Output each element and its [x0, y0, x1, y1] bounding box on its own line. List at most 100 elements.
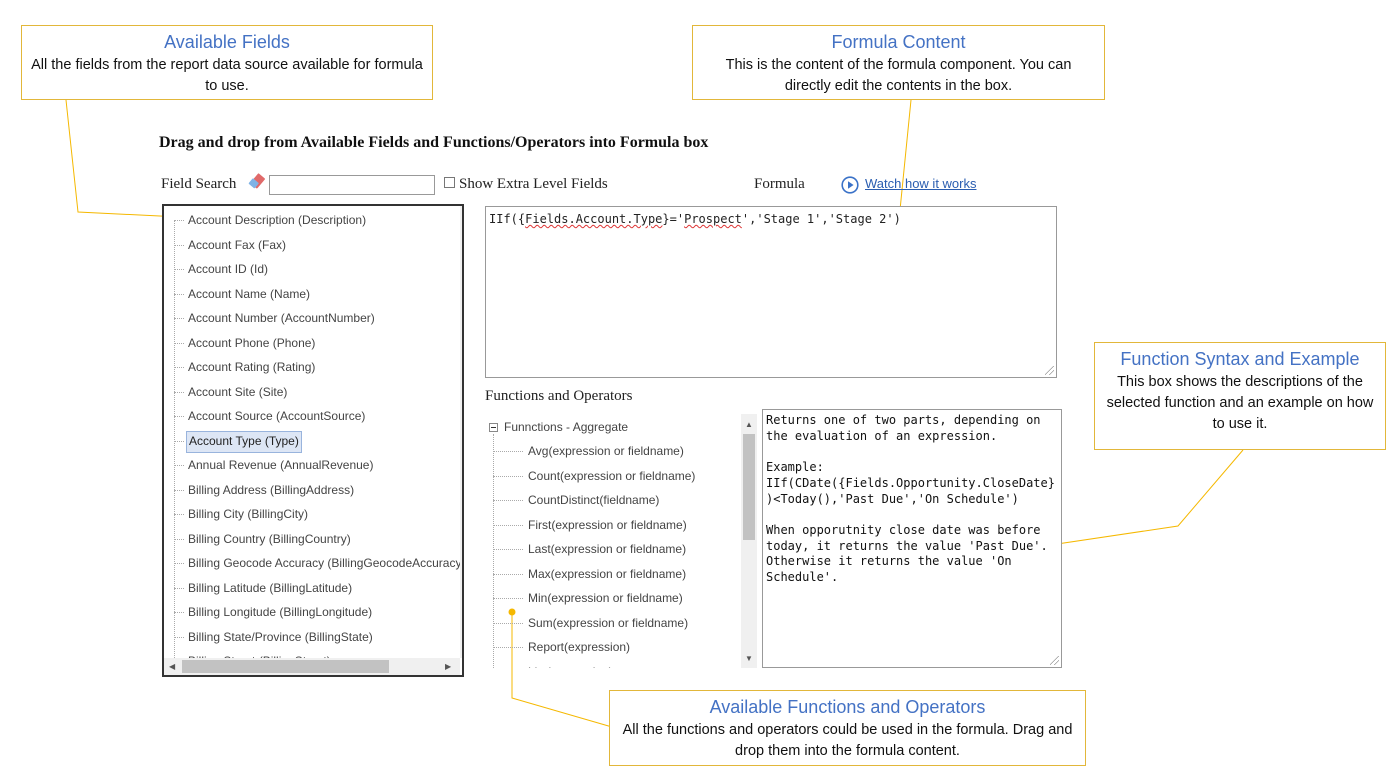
tree-guide — [493, 500, 523, 501]
field-item[interactable]: Billing State/Province (BillingState) — [188, 629, 373, 644]
tree-guide — [174, 293, 184, 295]
scroll-left-icon[interactable]: ◀ — [169, 662, 176, 671]
function-item[interactable]: Sum(expression or fieldname) — [528, 615, 689, 630]
functions-vertical-scrollbar[interactable]: ▲ ▼ — [741, 414, 757, 668]
field-item[interactable]: Billing City (BillingCity) — [188, 507, 309, 521]
field-item[interactable]: Billing Latitude (BillingLatitude) — [188, 580, 353, 595]
tree-guide — [493, 549, 523, 550]
tree-guide — [174, 636, 184, 638]
tree-guide — [174, 367, 184, 368]
field-search-label: Field Search — [161, 176, 237, 192]
formula-word: Prospect — [684, 212, 742, 226]
tree-guide — [493, 598, 523, 599]
functions-operators-label: Functions and Operators — [485, 388, 633, 404]
function-group-node[interactable]: Funnctions - Aggregate — [489, 418, 628, 436]
formula-textarea[interactable]: IIf({Fields.Account.Type}='Prospect','St… — [485, 206, 1057, 378]
function-description-box[interactable]: Returns one of two parts, depending on t… — [762, 409, 1062, 668]
watch-how-it-works-link[interactable]: Watch how it works — [865, 176, 977, 191]
show-extra-fields-checkbox[interactable] — [444, 177, 455, 188]
callout-title: Formula Content — [831, 32, 966, 52]
tree-guide — [174, 220, 175, 658]
field-item[interactable]: Account Number (AccountNumber) — [188, 311, 375, 325]
field-item[interactable]: Account Description (Description) — [188, 213, 367, 227]
callout-available-functions: Available Functions and Operators All th… — [609, 690, 1086, 766]
collapse-icon[interactable] — [489, 423, 498, 432]
function-item[interactable]: First(expression or fieldname) — [528, 517, 687, 532]
functions-tree: Funnctions - Aggregate Avg(expression or… — [485, 414, 740, 668]
field-item[interactable]: Account Type (Type) — [186, 430, 302, 453]
tree-guide — [174, 391, 184, 393]
scroll-down-icon[interactable]: ▼ — [745, 654, 753, 663]
callout-title: Available Functions and Operators — [709, 697, 986, 717]
scroll-thumb[interactable] — [462, 224, 464, 336]
tree-guide — [174, 318, 184, 319]
formula-prefix: IIf({ — [489, 212, 526, 226]
field-item[interactable]: Account Site (Site) — [188, 384, 288, 399]
field-item[interactable]: Account Fax (Fax) — [188, 237, 287, 252]
resize-handle[interactable] — [1050, 656, 1059, 665]
available-fields-panel: Account Description (Description) Account… — [162, 204, 464, 677]
field-item[interactable]: Account ID (Id) — [188, 262, 269, 276]
tree-guide — [493, 647, 523, 648]
tree-guide — [493, 622, 523, 624]
function-description-text: Returns one of two parts, depending on t… — [766, 413, 1055, 585]
function-item[interactable]: List(expression) — [528, 663, 613, 669]
field-item[interactable]: Billing Longitude (BillingLongitude) — [188, 605, 373, 619]
editor-heading: Drag and drop from Available Fields and … — [159, 134, 709, 151]
field-item[interactable]: Annual Revenue (AnnualRevenue) — [188, 458, 374, 472]
resize-handle[interactable] — [1045, 366, 1054, 375]
scroll-up-icon[interactable]: ▲ — [745, 420, 753, 429]
tree-guide — [174, 342, 184, 344]
callout-formula-content: Formula Content This is the content of t… — [692, 25, 1105, 100]
callout-function-syntax: Function Syntax and Example This box sho… — [1094, 342, 1386, 450]
callout-title: Available Fields — [164, 32, 290, 52]
function-item[interactable]: Min(expression or fieldname) — [528, 591, 683, 605]
scroll-thumb[interactable] — [743, 434, 755, 540]
fields-horizontal-scrollbar[interactable]: ◀ ▶ — [164, 658, 460, 675]
scroll-thumb[interactable] — [182, 660, 389, 673]
formula-suffix: ','Stage 1','Stage 2') — [741, 212, 901, 226]
callout-title: Function Syntax and Example — [1120, 349, 1360, 369]
formula-field-ref: Fields.Account.Type — [525, 212, 663, 226]
tree-guide — [493, 451, 523, 452]
field-item[interactable]: Account Rating (Rating) — [188, 360, 316, 374]
function-group-label: Funnctions - Aggregate — [504, 420, 629, 434]
function-item[interactable]: Report(expression) — [528, 640, 631, 654]
tree-guide — [174, 220, 184, 221]
tree-guide — [174, 489, 184, 491]
field-item[interactable]: Billing Country (BillingCountry) — [188, 531, 351, 546]
tree-guide — [493, 524, 523, 526]
play-circle-icon[interactable] — [841, 176, 859, 194]
leader-fields — [65, 99, 181, 218]
tree-guide — [493, 475, 523, 477]
callout-body: This is the content of the formula compo… — [725, 57, 1072, 94]
callout-body: All the fields from the report data sour… — [31, 57, 423, 94]
fields-vertical-scrollbar[interactable]: ▲ ▼ — [460, 206, 464, 658]
tree-guide — [174, 416, 184, 417]
tree-guide — [174, 269, 184, 270]
show-extra-fields-label: Show Extra Level Fields — [459, 176, 608, 192]
tree-guide — [174, 465, 184, 466]
tree-guide — [493, 573, 523, 575]
function-item[interactable]: CountDistinct(fieldname) — [528, 493, 660, 507]
tree-guide — [174, 612, 184, 613]
field-item[interactable]: Account Name (Name) — [188, 286, 311, 301]
scroll-right-icon[interactable]: ▶ — [445, 662, 452, 671]
field-item[interactable]: Account Source (AccountSource) — [188, 409, 366, 423]
tree-guide — [174, 514, 184, 515]
function-item[interactable]: Last(expression or fieldname) — [528, 542, 687, 556]
field-item[interactable]: Account Phone (Phone) — [188, 335, 316, 350]
callout-body: All the functions and operators could be… — [622, 722, 1073, 759]
tree-guide — [174, 563, 184, 564]
field-item[interactable]: Billing Street (BillingStreet) — [186, 651, 333, 658]
field-search-input[interactable] — [269, 175, 435, 195]
field-item[interactable]: Billing Address (BillingAddress) — [188, 482, 355, 497]
tree-guide — [174, 538, 184, 540]
eraser-icon[interactable] — [247, 173, 267, 191]
function-item[interactable]: Avg(expression or fieldname) — [528, 444, 684, 458]
function-item[interactable]: Count(expression or fieldname) — [528, 468, 696, 483]
field-item[interactable]: Billing Geocode Accuracy (BillingGeocode… — [188, 556, 460, 570]
function-item[interactable]: Max(expression or fieldname) — [528, 566, 687, 581]
tree-guide — [174, 440, 184, 442]
tree-guide — [174, 244, 184, 246]
